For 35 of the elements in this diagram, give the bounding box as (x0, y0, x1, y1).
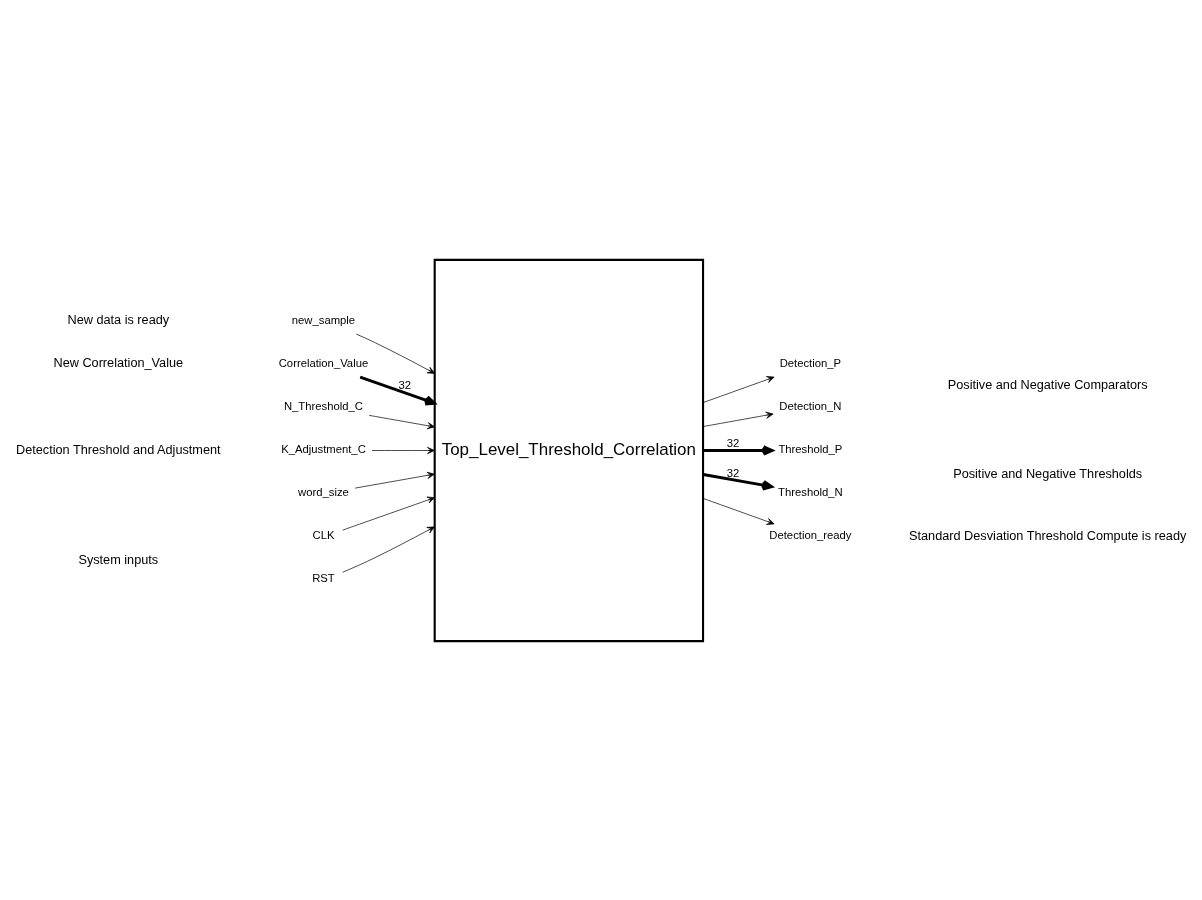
node-text: N_Threshold_C (283, 399, 363, 412)
node-text: Detection_N (779, 399, 842, 412)
arrow (703, 444, 774, 456)
node-text: Threshold_N (778, 485, 843, 498)
node-text: CLK (312, 528, 335, 541)
node-text: K_Adjustment_C (281, 442, 366, 455)
arrow (702, 375, 775, 403)
node-text: Detection_P (779, 356, 842, 369)
node-text: Threshold_P (778, 442, 843, 455)
label: Standard Desviation Threshold Compute is ready (909, 527, 1187, 543)
node-text: RST (312, 571, 335, 584)
node-text: word_size (298, 485, 349, 498)
edge-label: 32 (398, 378, 411, 391)
label: Positive and Negative Comparators (947, 376, 1148, 392)
node-box: Top_Level_Threshold_Correlation (433, 258, 705, 642)
edge-label: 32 (726, 465, 740, 478)
arrow (371, 446, 435, 454)
label: New Correlation_Value (53, 354, 184, 370)
label: New data is ready (67, 311, 170, 327)
node-text: Detection_ready (769, 528, 852, 541)
arrow (342, 526, 435, 573)
arrow (355, 333, 435, 374)
label: Positive and Negative Thresholds (953, 465, 1143, 481)
arrow (368, 414, 436, 429)
arrow (702, 497, 775, 525)
edge-label: 32 (726, 436, 740, 449)
arrow (703, 472, 774, 490)
arrow (359, 375, 436, 405)
arrow (702, 411, 774, 427)
label: Detection Threshold and Adjustment (16, 441, 221, 457)
node-text: Correlation_Value (278, 356, 369, 369)
node-text: new_sample (291, 313, 356, 326)
label: System inputs (78, 551, 159, 567)
arrow (342, 496, 435, 530)
arrow (354, 471, 435, 488)
